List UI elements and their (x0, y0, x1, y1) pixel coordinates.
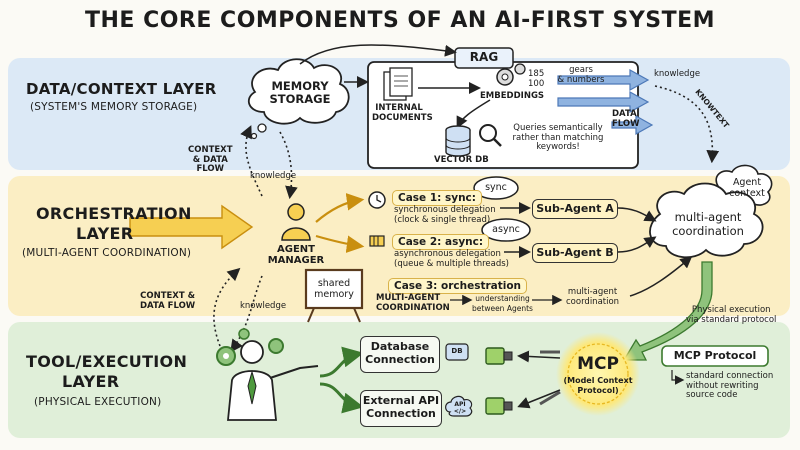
agent-manager-icon (287, 203, 305, 221)
orchestration-arrow (129, 204, 254, 250)
data-layer-title: DATA/CONTEXT LAYER (26, 80, 217, 98)
rag-label-box (454, 47, 514, 69)
async-bubble-label: async (492, 224, 520, 235)
memory-storage-cloud (247, 58, 350, 125)
physical-exec-arrow (622, 261, 713, 361)
case-1-tag: Case 1: sync: (392, 190, 482, 206)
knowledge-top-label: knowledge (250, 171, 297, 181)
vector-db-label: VECTOR DB (434, 155, 489, 165)
rag-label: RAG (469, 50, 499, 64)
orchestration-layer-subtitle: (MULTI-AGENT COORDINATION) (22, 247, 192, 259)
orchestration-layer-title-2: LAYER (76, 224, 134, 243)
sync-bubble (473, 176, 519, 200)
tool-layer-title-2: LAYER (62, 372, 120, 391)
knowledge-bottom-label: knowledge (240, 301, 287, 311)
case-1-desc: synchronous delegation(clock & single th… (394, 205, 496, 225)
database-icon (445, 343, 469, 361)
orchestration-layer-title: ORCHESTRATION (36, 204, 192, 223)
context-data-flow-bottom: CONTEXT &DATA FLOW (140, 291, 196, 311)
data-flow-arrow-2 (557, 90, 650, 114)
mcp-protocol-box (661, 345, 769, 367)
sub-agent-b: Sub-Agent B (532, 243, 618, 263)
tool-layer-subtitle: (PHYSICAL EXECUTION) (34, 396, 162, 408)
async-bubble (481, 218, 531, 242)
db-icon-label: DB (451, 347, 463, 355)
gears-numbers-label: gears& numbers (557, 65, 605, 85)
sync-bubble-label: sync (485, 182, 507, 193)
api-cloud-icon (445, 395, 473, 417)
connector-icon (485, 347, 505, 365)
shared-memory-board (304, 268, 364, 310)
api-icon-label: API</> (453, 401, 467, 415)
data-flow-arrow-1 (557, 68, 650, 92)
queue-icon (369, 235, 385, 247)
mcp-protocol-title: MCP Protocol (673, 349, 757, 362)
knowledge-label: knowledge (654, 69, 701, 79)
data-layer-subtitle: (SYSTEM'S MEMORY STORAGE) (30, 101, 198, 113)
tool-layer-title: TOOL/EXECUTION (26, 352, 188, 371)
person-icon (240, 340, 264, 364)
sub-agent-a: Sub-Agent A (532, 199, 618, 219)
case-2-desc: asynchronous delegation(queue & multiple… (394, 249, 509, 269)
search-icon (479, 124, 497, 142)
coordination-cloud (649, 182, 764, 259)
mcp-label: MCP (577, 354, 619, 374)
embeddings-label: EMBEDDINGS (480, 91, 545, 101)
connector-icon (485, 397, 505, 415)
case-3-tag: Case 3: orchestration (388, 278, 528, 294)
case-2-tag: Case 2: async: (392, 234, 490, 250)
page-title: THE CORE COMPONENTS OF AN AI-FIRST SYSTE… (84, 8, 716, 33)
database-icon (445, 130, 471, 157)
